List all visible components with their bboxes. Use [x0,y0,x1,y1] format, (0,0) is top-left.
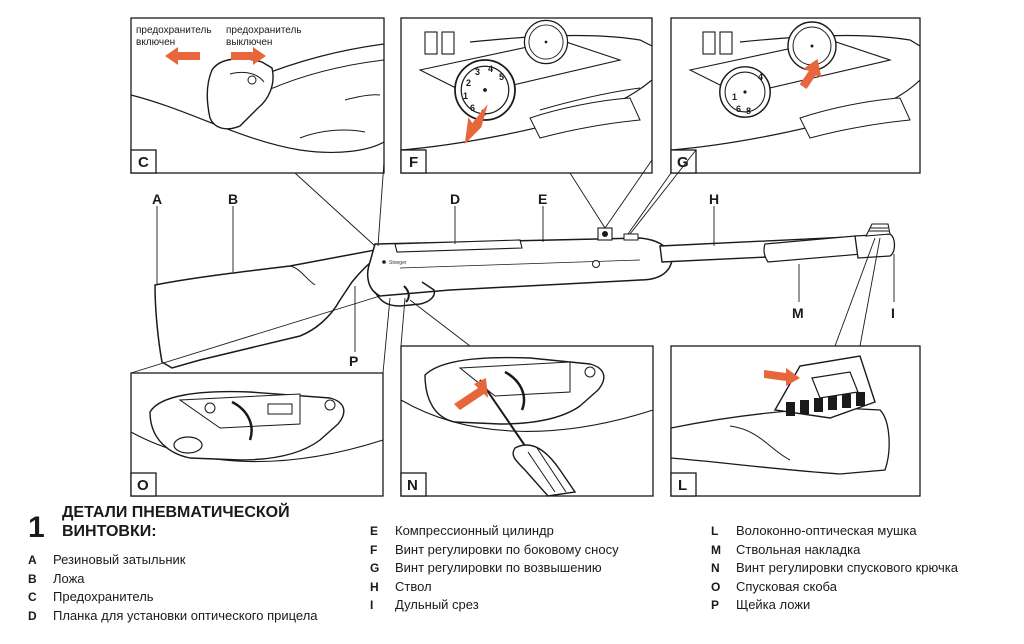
arrow-up-icon [464,103,488,144]
legend-letter: B [28,571,37,586]
inset-o-trigger-guard: O [130,372,384,497]
g-dial-num-1: 1 [732,92,737,102]
legend-item: C Предохранитель [28,588,318,607]
legend-text: Дульный срез [395,597,479,612]
legend-letter: G [370,561,380,575]
legend-item: M Ствольная накладка [711,541,958,560]
callout-p: P [349,353,358,369]
legend-text: Предохранитель [53,589,154,604]
arrow-up-icon [799,58,822,90]
legend-letter: I [370,598,374,612]
callout-i: I [891,305,895,321]
legend-letter: C [28,590,37,604]
f-dial-num-6: 6 [470,103,475,113]
legend-letter: H [370,579,379,594]
rifle-parts-diagram: предохранитель включен предохранитель вы… [130,17,921,497]
legend-item: I Дульный срез [370,596,619,615]
legend-column-3: L Волоконно-оптическая мушка M Ствольная н… [711,522,958,615]
legend-text: Винт регулировки по возвышению [395,560,602,575]
f-dial-num-2: 2 [466,78,471,88]
legend-text: Спусковая скоба [736,578,837,594]
g-dial-num-6: 6 [736,104,741,114]
legend-item: G Винт регулировки по возвышению [370,559,619,578]
inset-c-safety: предохранитель включен предохранитель вы… [130,17,385,174]
legend-letter: P [711,598,720,612]
inset-n-label: N [407,477,418,494]
legend-text: Компрессионный цилиндр [395,523,554,538]
arrow-left-icon [165,47,200,65]
callout-b: B [228,191,238,207]
legend-letter: A [28,553,37,567]
g-dial-num-8: 8 [746,106,751,116]
legend-letter: L [711,524,719,538]
legend-item: N Винт регулировки спускового крючка [711,559,958,578]
legend-text: Ствол [395,578,432,594]
legend-item: A Резиновый затыльник [28,551,318,570]
arrow-right-icon [764,368,800,386]
inset-f-windage: 1 2 3 4 5 6 8 F [400,17,653,174]
callout-e: E [538,191,547,207]
inset-l-front-sight: L [670,345,921,497]
legend-text: Ствольная накладка [736,541,861,557]
arrow-diagonal-icon [454,378,488,410]
inset-g-label: G [677,154,689,171]
legend-item: D Планка для установки оптического прицел… [28,607,318,626]
section-title: ДЕТАЛИ ПНЕВМАТИЧЕСКОЙ ВИНТОВКИ: [62,504,290,540]
callout-m: M [792,305,804,321]
legend-item: H Ствол [370,578,619,597]
safety-on-label-line1: предохранитель [136,25,212,36]
inset-c-label: C [138,154,149,171]
callout-a: A [152,191,162,207]
inset-g-elevation: 1 6 8 4 G [670,17,921,174]
inset-n-trigger-adjust: N [400,345,654,497]
rifle-illustration: Stoeger [154,223,896,369]
legend-item: P Щейка ложи [711,596,958,615]
legend-letter: E [370,524,379,538]
legend-letter: O [711,579,721,594]
legend-item: L Волоконно-оптическая мушка [711,522,958,541]
legend-column-2: E Компрессионный цилиндр F Винт регулировк… [370,522,619,615]
legend-text: Планка для установки оптического прицела [53,607,318,623]
legend-letter: N [711,561,720,575]
callout-h: H [709,191,719,207]
legend-text: Резиновый затыльник [53,552,186,567]
f-dial-num-4: 4 [488,64,493,74]
legend-text: Винт регулировки спускового крючка [736,560,958,575]
g-dial-num-4: 4 [758,72,763,82]
legend-letter: F [370,542,378,557]
legend-text: Щейка ложи [736,597,811,612]
legend-text: Ложа [53,570,85,586]
legend-column-1: A Резиновый затыльник B Ложа C Предохраните… [28,551,318,625]
inset-l-label: L [678,477,687,494]
arrow-right-icon [231,47,266,65]
brand-logo: Stoeger [389,260,407,266]
legend-letter: M [711,542,721,557]
legend-item: E Компрессионный цилиндр [370,522,619,541]
legend-letter: D [28,608,37,623]
f-dial-num-5: 5 [499,72,504,82]
legend-item: F Винт регулировки по боковому сносу [370,541,619,560]
safety-off-label-line2: выключен [226,37,272,48]
inset-f-label: F [409,154,418,171]
safety-off-label-line1: предохранитель [226,25,302,36]
f-dial-num-3: 3 [475,67,480,77]
legend-item: O Спусковая скоба [711,578,958,597]
legend-text: Винт регулировки по боковому сносу [395,541,619,557]
f-dial-num-1: 1 [463,91,468,101]
section-number: 1 [28,511,45,544]
leader-lines [130,149,895,374]
inset-o-label: O [137,477,149,494]
callout-d: D [450,191,460,207]
legend-item: B Ложа [28,570,318,589]
safety-on-label-line2: включен [136,37,175,48]
legend-text: Волоконно-оптическая мушка [736,523,917,538]
